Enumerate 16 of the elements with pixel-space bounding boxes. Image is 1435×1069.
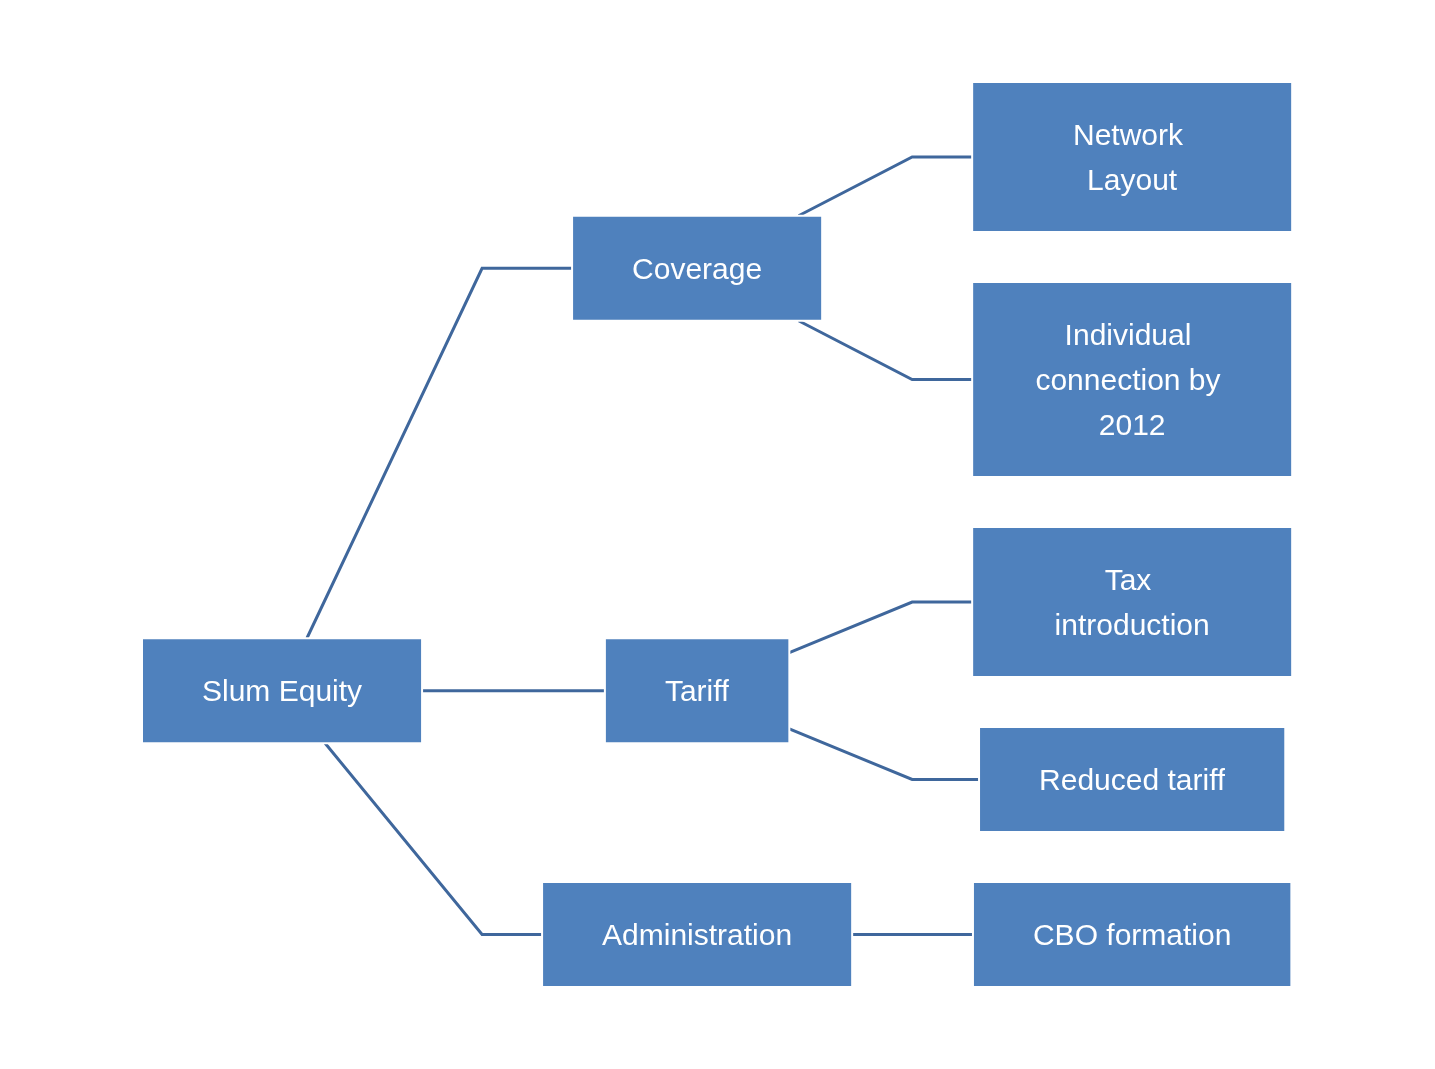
connector — [324, 742, 543, 936]
connector — [305, 266, 573, 639]
node-box: Tariff — [604, 637, 791, 745]
connector — [422, 689, 606, 693]
connector — [852, 933, 974, 936]
node-box: Administration — [541, 881, 854, 988]
connector — [798, 319, 973, 381]
connector — [789, 600, 973, 655]
node-box: Network Layout — [971, 81, 1294, 233]
node-box: Individual connection by 2012 — [971, 281, 1294, 478]
node-box: Reduced tariff — [978, 726, 1287, 833]
connector — [789, 727, 980, 781]
node-box: CBO formation — [972, 881, 1293, 988]
node-box: Tax introduction — [971, 526, 1294, 678]
node-box: Slum Equity — [141, 637, 424, 745]
node-box: Coverage — [571, 214, 824, 322]
